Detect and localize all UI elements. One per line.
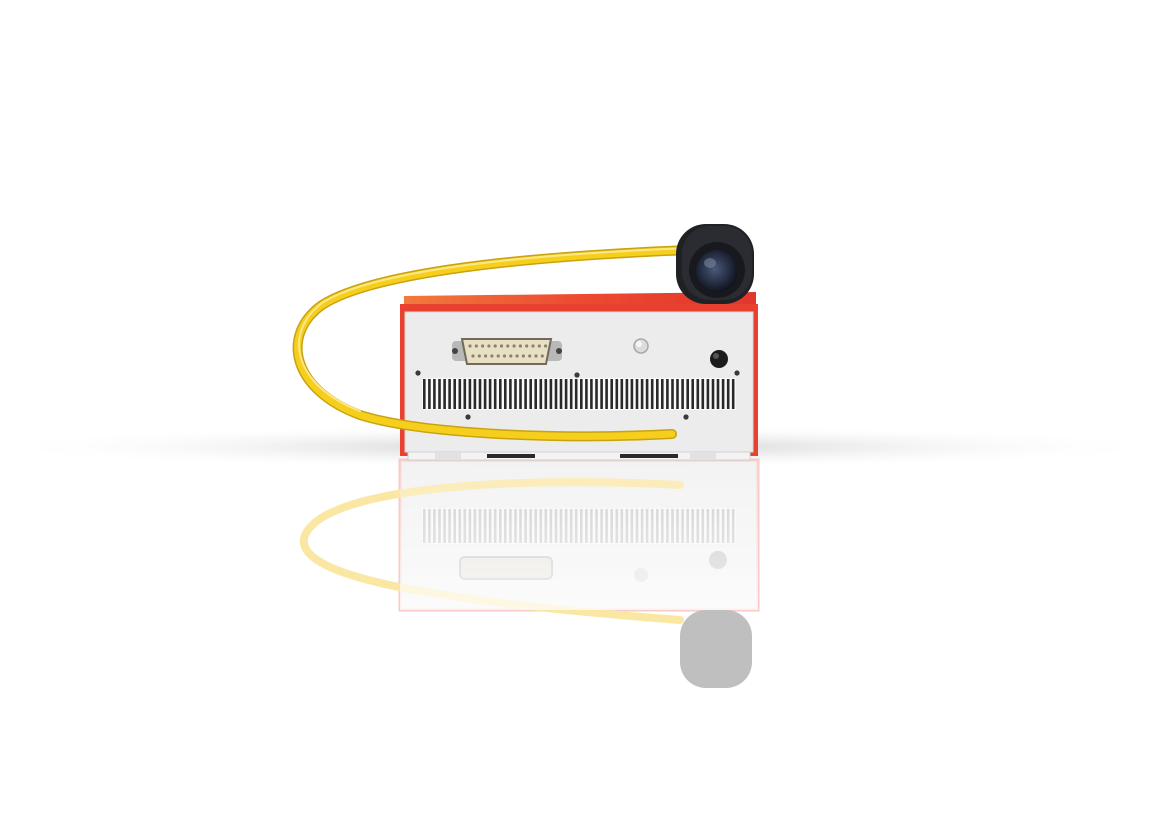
connector-pin bbox=[528, 354, 532, 358]
connector-pin bbox=[509, 354, 513, 358]
vent-slot bbox=[580, 379, 583, 409]
connector-pin bbox=[502, 354, 507, 358]
vent-grille-icon bbox=[422, 378, 736, 410]
fiber-cable bbox=[292, 245, 695, 442]
connector-pin bbox=[487, 344, 491, 348]
vent-slot bbox=[676, 379, 679, 409]
vent-slot bbox=[564, 379, 568, 409]
connector-pin bbox=[496, 354, 500, 358]
vent-slot bbox=[433, 379, 436, 409]
vent-slot bbox=[458, 379, 462, 409]
connector-pin bbox=[544, 344, 548, 348]
connector-pin bbox=[468, 344, 472, 348]
vent-slot bbox=[650, 379, 654, 409]
connector-pin bbox=[481, 344, 485, 348]
vent-slot bbox=[493, 379, 497, 409]
vent-slot bbox=[559, 379, 563, 409]
vent-slot bbox=[691, 379, 694, 409]
vent-slot bbox=[448, 379, 451, 409]
vent-slot bbox=[716, 379, 720, 409]
vent-slot bbox=[514, 379, 517, 409]
connector-pin bbox=[490, 354, 494, 358]
vent-slot bbox=[463, 379, 467, 409]
connector-pin bbox=[484, 354, 488, 358]
vent-slot bbox=[635, 379, 639, 409]
vent-slot bbox=[453, 379, 456, 409]
vent-slot bbox=[711, 379, 715, 409]
vent-slot bbox=[661, 379, 664, 409]
connector-pin bbox=[506, 344, 510, 348]
vent-slot bbox=[534, 379, 537, 409]
vent-slot bbox=[656, 379, 659, 409]
vent-slot bbox=[671, 379, 674, 409]
vent-slot bbox=[645, 379, 649, 409]
db25-connector-icon bbox=[452, 338, 562, 365]
vent-slot bbox=[544, 379, 548, 409]
connector-pin bbox=[477, 354, 481, 358]
vent-slot bbox=[468, 379, 472, 409]
vent-slot bbox=[478, 379, 482, 409]
vent-slot bbox=[615, 379, 619, 409]
vent-slot bbox=[600, 379, 603, 409]
vent-slot bbox=[595, 379, 598, 409]
vent-slot bbox=[428, 379, 431, 409]
vent-slot bbox=[554, 379, 558, 409]
vent-slot bbox=[488, 379, 492, 409]
vent-slot bbox=[620, 379, 624, 409]
vent-slot bbox=[529, 379, 532, 409]
connector-pin bbox=[525, 344, 529, 348]
connector-pin bbox=[537, 344, 541, 348]
vent-slot bbox=[504, 379, 507, 409]
connector-pin bbox=[471, 354, 475, 358]
vent-slot bbox=[574, 379, 578, 409]
vent-slot bbox=[681, 379, 684, 409]
connector-pin bbox=[534, 354, 538, 358]
connector-pin bbox=[474, 344, 478, 348]
vent-slot bbox=[443, 379, 446, 409]
vent-slot bbox=[630, 379, 634, 409]
vent-slot bbox=[640, 379, 644, 409]
vent-slot bbox=[524, 379, 527, 409]
vent-slot bbox=[625, 379, 629, 409]
vent-slot bbox=[726, 379, 730, 409]
vent-slot bbox=[686, 379, 689, 409]
vent-slot bbox=[706, 379, 710, 409]
vent-slot bbox=[519, 379, 522, 409]
vent-slot bbox=[509, 379, 512, 409]
connector-pin bbox=[515, 354, 519, 358]
knob-icon bbox=[710, 350, 728, 368]
vent-slot bbox=[610, 379, 613, 409]
vent-slot bbox=[590, 379, 593, 409]
connector-pin bbox=[540, 354, 544, 358]
reflection bbox=[299, 458, 760, 688]
connector-pin bbox=[493, 344, 497, 348]
vent-slot bbox=[696, 379, 700, 409]
connector-pin bbox=[531, 344, 535, 348]
vent-slot bbox=[721, 379, 725, 409]
vent-slot bbox=[539, 379, 543, 409]
vent-slot bbox=[423, 379, 426, 409]
connector-pin bbox=[499, 344, 504, 348]
vent-slot bbox=[666, 379, 669, 409]
fiber-output-head-icon bbox=[676, 224, 754, 304]
vent-slot bbox=[549, 379, 553, 409]
mounting-rails bbox=[407, 451, 751, 461]
vent-slot bbox=[569, 379, 573, 409]
vent-slot bbox=[701, 379, 705, 409]
screw-icon bbox=[633, 338, 649, 354]
vent-slot bbox=[438, 379, 441, 409]
connector-pin bbox=[521, 354, 526, 358]
connector-pin bbox=[518, 344, 523, 348]
vent-slot bbox=[473, 379, 477, 409]
vent-slot bbox=[483, 379, 487, 409]
vent-slot bbox=[499, 379, 502, 409]
vent-slot bbox=[605, 379, 608, 409]
panel-screws bbox=[415, 370, 740, 420]
connector-pin bbox=[512, 344, 516, 348]
vent-slot bbox=[731, 379, 735, 409]
vent-slot bbox=[585, 379, 588, 409]
